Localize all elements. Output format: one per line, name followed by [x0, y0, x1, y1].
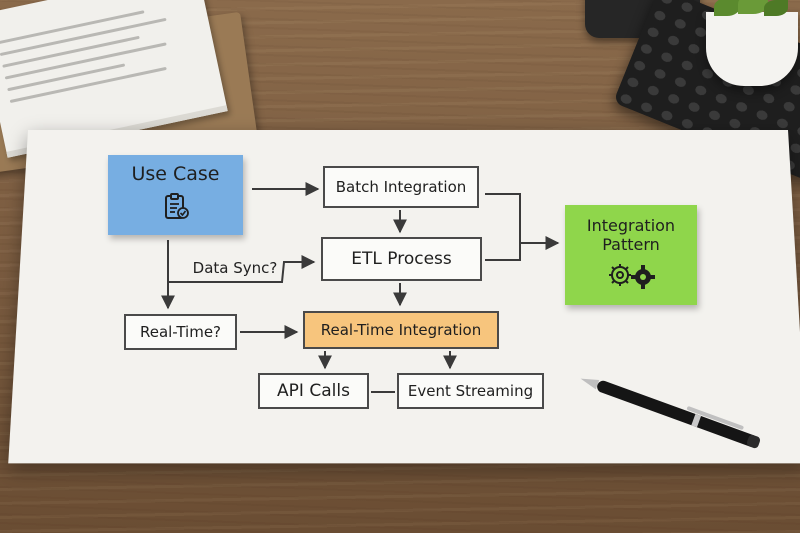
- merge-bracket: [485, 193, 521, 261]
- clipboard-check-icon: [161, 192, 191, 228]
- pen: [580, 378, 761, 449]
- gears-icon: [602, 260, 660, 294]
- integration-pattern-label-line1: Integration: [586, 215, 676, 235]
- integration-pattern-note: Integration Pattern: [565, 205, 697, 305]
- event-streaming-label: Event Streaming: [407, 382, 534, 400]
- plant-pot: [706, 0, 798, 86]
- integration-pattern-label-line2: Pattern: [602, 234, 660, 254]
- use-case-note: Use Case: [108, 155, 243, 235]
- data-sync-label: Data Sync?: [192, 259, 278, 277]
- real-time-question-box: Real-Time?: [124, 314, 237, 350]
- real-time-integration-box: Real-Time Integration: [303, 311, 499, 349]
- batch-integration-box: Batch Integration: [323, 166, 479, 208]
- event-streaming-box: Event Streaming: [397, 373, 544, 409]
- batch-integration-label: Batch Integration: [335, 178, 467, 196]
- real-time-integration-label: Real-Time Integration: [320, 321, 482, 339]
- etl-process-label: ETL Process: [351, 248, 452, 269]
- etl-process-box: ETL Process: [321, 237, 482, 281]
- arrow-datasync-etl: [168, 255, 316, 283]
- api-calls-label: API Calls: [277, 380, 350, 401]
- real-time-question-label: Real-Time?: [139, 323, 222, 341]
- api-calls-box: API Calls: [258, 373, 369, 409]
- use-case-label: Use Case: [131, 162, 220, 185]
